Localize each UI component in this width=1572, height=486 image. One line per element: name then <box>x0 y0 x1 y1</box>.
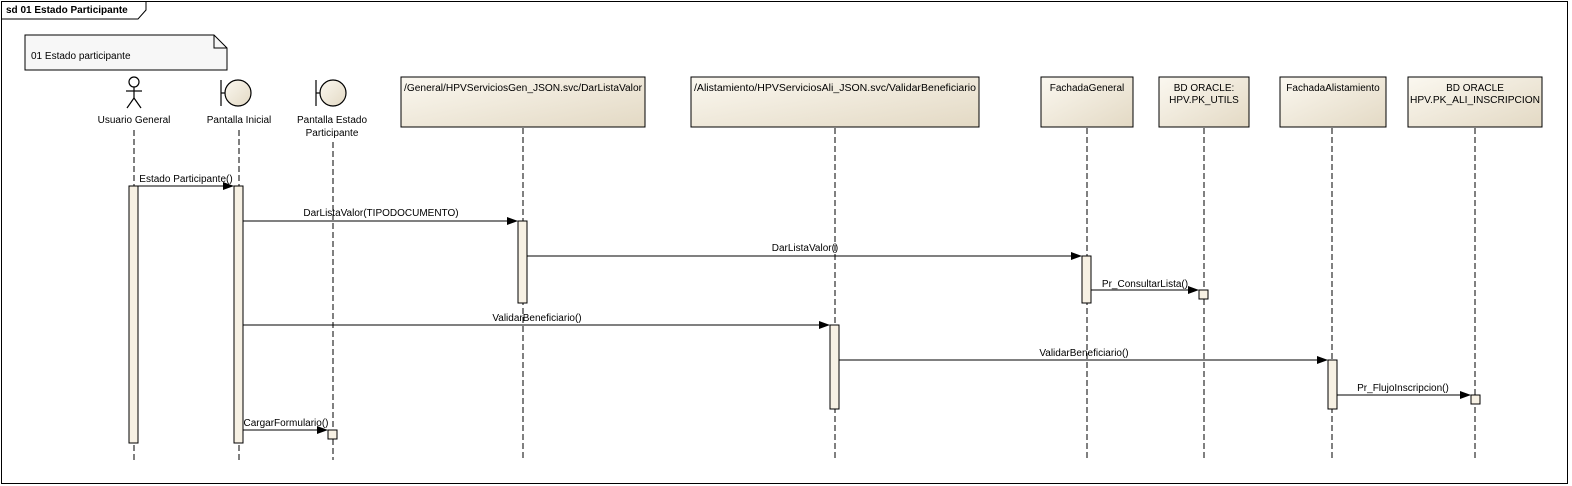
lifeline-label-fachada-alistamiento: FachadaAlistamiento <box>1286 83 1380 94</box>
messages: Estado Participante() DarListaValor(TIPO… <box>138 174 1471 434</box>
lifeline-box-pk-utils: BD ORACLE: HPV.PK_UTILS <box>1158 76 1250 128</box>
note-text: 01 Estado participante <box>31 51 131 62</box>
lifeline-label-pk-utils-1: BD ORACLE: <box>1174 83 1235 94</box>
activation-pk-ali-inscripcion <box>1470 394 1481 405</box>
message-pr-consultar-lista: Pr_ConsultarLista() <box>1091 279 1199 294</box>
message-label: DarListaValor() <box>772 243 839 254</box>
frame-title: sd 01 Estado Participante <box>6 5 128 16</box>
lifeline-box-general-service: /General/HPVServiciosGen_JSON.svc/DarLis… <box>400 76 646 128</box>
note: 01 Estado participante <box>24 34 228 71</box>
lifeline-label-pantalla-inicial: Pantalla Inicial <box>207 115 271 126</box>
message-label: Pr_FlujoInscripcion() <box>1357 383 1449 394</box>
message-estado-participante: Estado Participante() <box>138 174 234 190</box>
lifeline-label-fachada-general: FachadaGeneral <box>1050 83 1125 94</box>
lifeline-label-pk-ali-inscripcion-2: HPV.PK_ALI_INSCRIPCION <box>1410 95 1540 106</box>
lifeline-label-alistamiento-service: /Alistamiento/HPVServiciosAli_JSON.svc/V… <box>694 83 976 94</box>
lifeline-label-pk-utils-2: HPV.PK_UTILS <box>1169 95 1239 106</box>
activation-bars <box>128 185 1481 444</box>
boundary-icon <box>220 79 252 107</box>
activation-pantalla-inicial <box>233 185 244 444</box>
actor-icon <box>126 76 142 109</box>
message-pr-flujo-inscripcion: Pr_FlujoInscripcion() <box>1337 383 1471 399</box>
lifeline-label-pantalla-estado-2: Participante <box>306 128 359 139</box>
lifeline-box-fachada-alistamiento: FachadaAlistamiento <box>1279 76 1387 128</box>
lifeline-label-user: Usuario General <box>98 115 171 126</box>
message-label: Pr_ConsultarLista() <box>1102 279 1188 290</box>
activation-fachada-general <box>1081 255 1092 304</box>
lifeline-box-alistamiento-service: /Alistamiento/HPVServiciosAli_JSON.svc/V… <box>690 76 980 128</box>
message-dar-lista-valor: DarListaValor() <box>527 243 1082 260</box>
message-cargar-formulario: CargarFormulario() <box>243 418 329 434</box>
message-dar-lista-valor-tipodocumento: DarListaValor(TIPODOCUMENTO) <box>243 208 518 225</box>
message-label: ValidarBeneficiario() <box>1039 348 1128 359</box>
lifeline-label-pk-ali-inscripcion-1: BD ORACLE <box>1446 83 1504 94</box>
activation-user <box>128 185 139 444</box>
activation-alistamiento-service <box>829 324 840 410</box>
lifeline-box-fachada-general: FachadaGeneral <box>1040 76 1134 128</box>
message-label: CargarFormulario() <box>243 418 328 429</box>
activation-general-service <box>517 220 528 304</box>
lifeline-label-pantalla-estado-1: Pantalla Estado <box>297 115 367 126</box>
message-validar-beneficiario-1: ValidarBeneficiario() <box>243 313 830 329</box>
boundary-icon <box>315 79 347 107</box>
message-label: ValidarBeneficiario() <box>492 313 581 324</box>
activation-pk-utils <box>1198 289 1209 300</box>
message-label: DarListaValor(TIPODOCUMENTO) <box>303 208 458 219</box>
lifeline-box-pk-ali-inscripcion: BD ORACLE HPV.PK_ALI_INSCRIPCION <box>1407 76 1543 128</box>
lifeline-label-general-service: /General/HPVServiciosGen_JSON.svc/DarLis… <box>404 83 643 94</box>
message-validar-beneficiario-2: ValidarBeneficiario() <box>839 348 1328 364</box>
frame-title-tab <box>1 1 147 20</box>
activation-fachada-alistamiento <box>1327 359 1338 410</box>
message-label: Estado Participante() <box>139 174 232 185</box>
activation-pantalla-estado <box>327 429 338 440</box>
